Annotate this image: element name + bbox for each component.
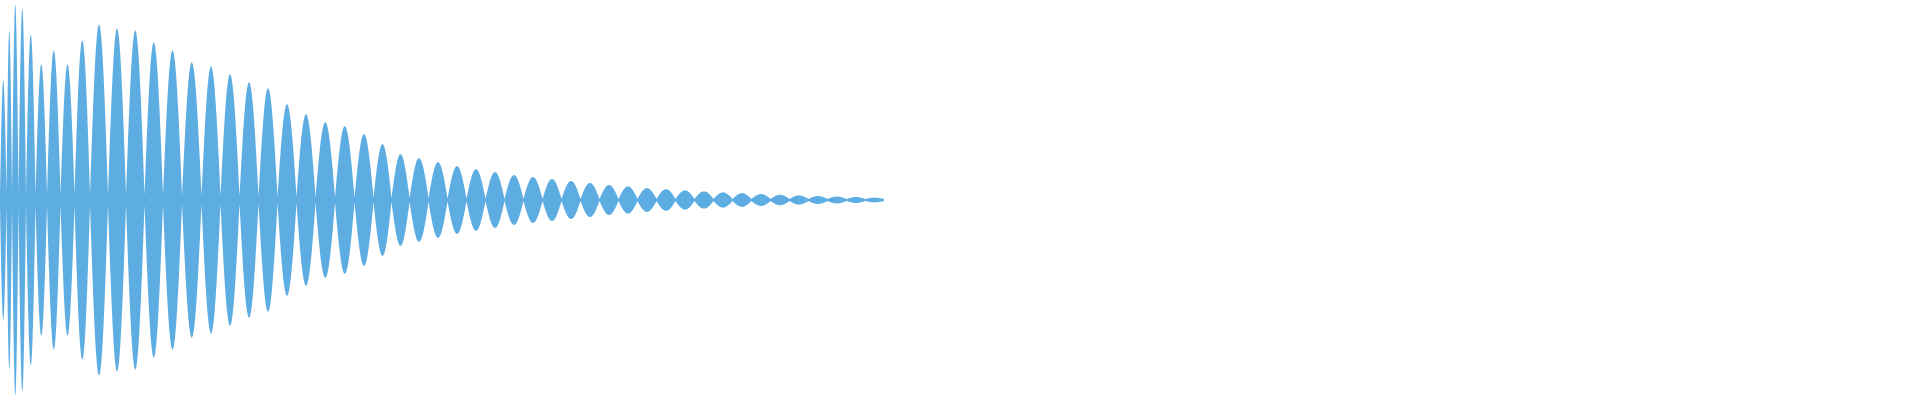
waveform-lobe: [90, 24, 108, 376]
waveform-lobe: [675, 190, 695, 210]
waveform-lobe: [523, 177, 543, 223]
waveform-lobe: [599, 185, 619, 215]
waveform-lobe: [354, 134, 374, 266]
waveform-lobe: [60, 64, 75, 336]
waveform-lobe: [789, 195, 809, 205]
waveform-lobe: [770, 194, 790, 206]
waveform-lobe: [0, 80, 7, 320]
waveform-lobe: [373, 144, 392, 256]
waveform-lobe: [751, 194, 771, 206]
waveform-lobe: [258, 88, 278, 312]
waveform-lobe: [239, 82, 259, 318]
waveform-lobe: [296, 114, 316, 286]
waveform-lobe: [391, 154, 410, 246]
waveform-lobe: [6, 30, 12, 370]
waveform-lobe: [713, 192, 733, 208]
waveform-lobe: [561, 181, 581, 219]
waveform-lobe: [220, 74, 240, 326]
waveform-lobe: [542, 179, 562, 221]
waveform-lobe: [504, 175, 524, 225]
waveform-lobe: [808, 196, 828, 204]
waveform-lobe: [277, 104, 297, 296]
waveform-lobe: [335, 126, 355, 274]
waveform-lobe: [409, 158, 429, 242]
waveform-lobe: [485, 172, 505, 228]
waveform-lobe: [108, 28, 126, 372]
waveform-lobe: [466, 169, 486, 231]
waveform-lobe: [428, 162, 448, 238]
waveform-lobe: [182, 62, 202, 338]
waveform-lobe: [126, 30, 145, 370]
waveform-lobe: [827, 196, 847, 204]
waveform-lobe: [18, 8, 26, 392]
waveform-lobe: [580, 183, 600, 217]
waveform-lobe: [26, 34, 36, 366]
waveform-lobe: [656, 189, 676, 211]
waveform-lobe: [865, 197, 884, 203]
waveform-lobe: [732, 193, 752, 207]
waveform-lobe: [201, 66, 221, 334]
waveform-lobe: [846, 197, 866, 203]
waveform-lobe: [47, 50, 61, 350]
waveform-lobe: [315, 122, 335, 278]
waveform-lobe: [637, 188, 657, 212]
waveform-lobe: [618, 186, 638, 214]
waveform-lobe: [12, 4, 19, 396]
waveform-lobe: [74, 40, 90, 360]
waveform-lobe: [144, 42, 163, 358]
waveform-lobe: [163, 50, 182, 350]
waveform-lobe: [35, 64, 47, 336]
waveform-lobe: [694, 191, 714, 209]
waveform-lobe: [447, 166, 467, 234]
